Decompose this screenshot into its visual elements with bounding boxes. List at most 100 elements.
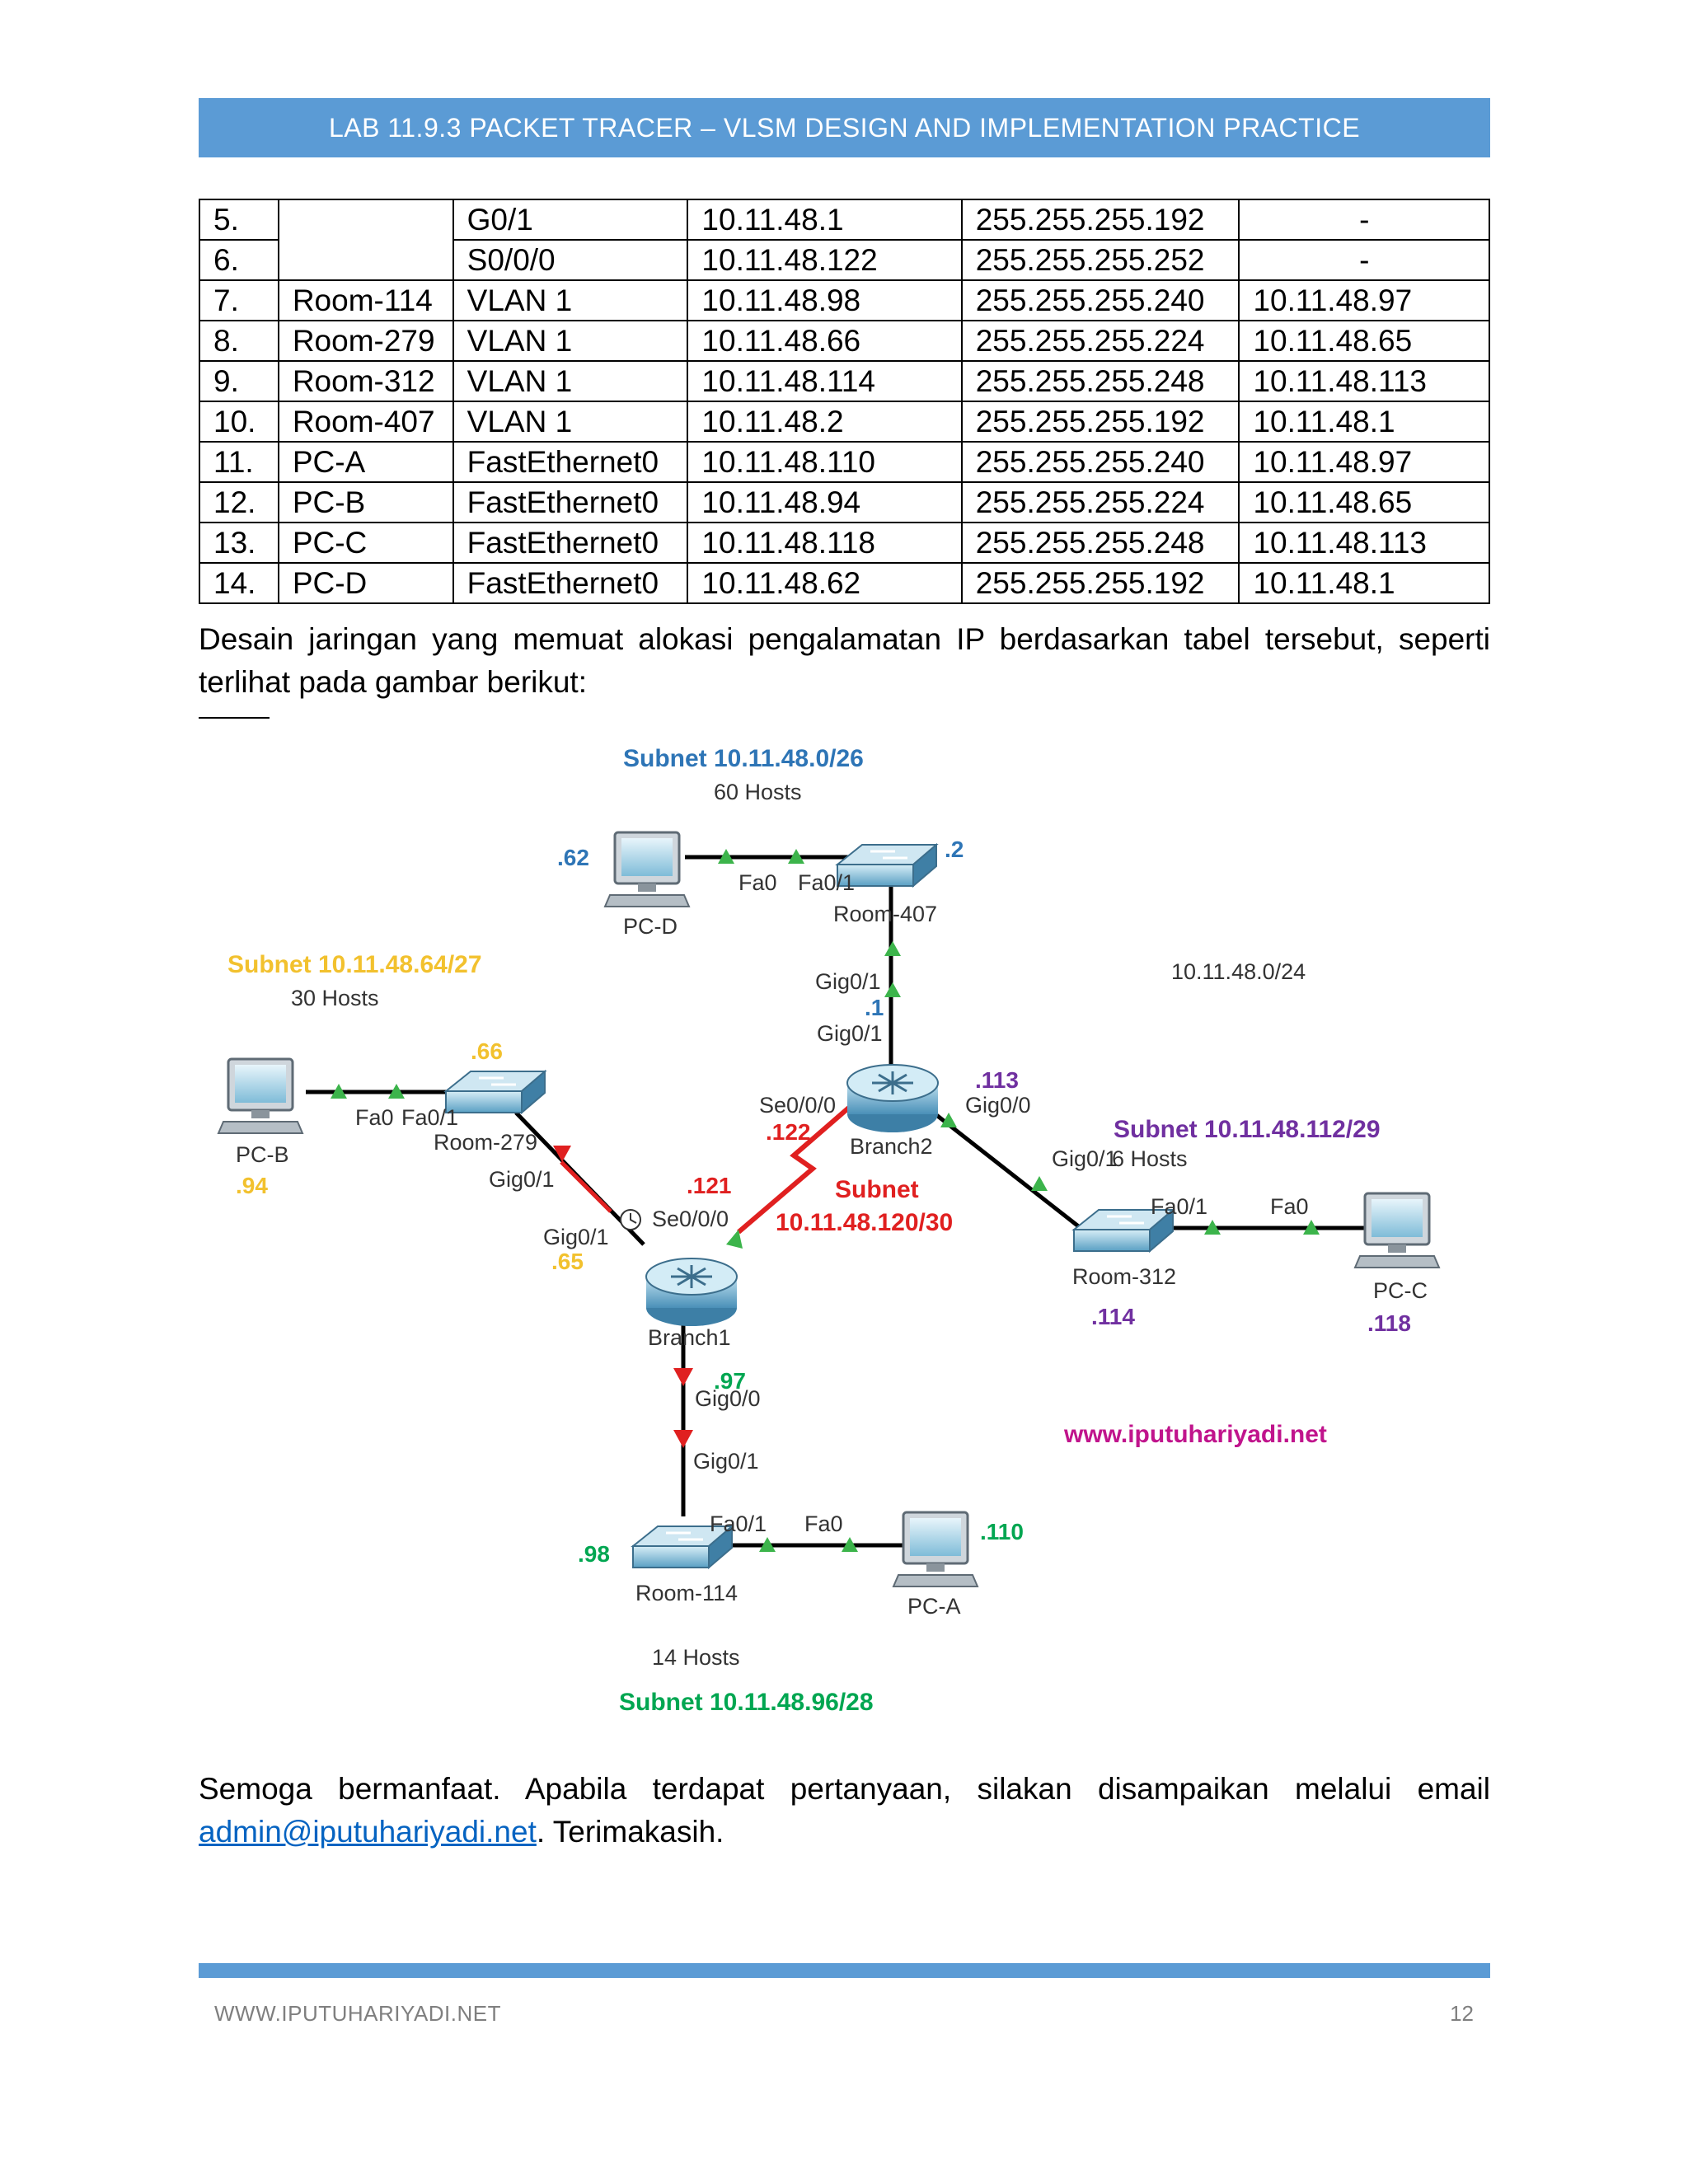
label-gig00-branch1: Gig0/0 — [695, 1386, 761, 1411]
page-header: LAB 11.9.3 PACKET TRACER – VLSM DESIGN A… — [199, 98, 1490, 157]
label-fa0-pcb: Fa0 — [355, 1105, 394, 1130]
ip-pc-c: .118 — [1367, 1310, 1411, 1336]
gateway-cell: 10.11.48.1 — [1238, 401, 1490, 443]
email-link[interactable]: admin@iputuhariyadi.net — [199, 1815, 537, 1849]
label-hosts-d: 60 Hosts — [714, 780, 802, 804]
mask-cell: 255.255.255.240 — [960, 441, 1240, 483]
clock-icon — [620, 1209, 641, 1230]
pc-b-icon — [217, 1057, 304, 1135]
label-room407: Room-407 — [833, 902, 937, 926]
interface-cell: VLAN 1 — [452, 279, 689, 321]
interface-cell: VLAN 1 — [452, 401, 689, 443]
label-se000-branch2: Se0/0/0 — [759, 1093, 836, 1118]
label-fa0-pcd: Fa0 — [738, 870, 777, 895]
interface-cell: FastEthernet0 — [452, 562, 689, 604]
label-gig01-114: Gig0/1 — [693, 1449, 759, 1474]
subnet-b-label: Subnet 10.11.48.64/27 — [227, 951, 482, 978]
label-fa01-279: Fa0/1 — [401, 1105, 458, 1130]
gateway-cell: 10.11.48.65 — [1238, 481, 1490, 523]
device-cell: PC-B — [277, 481, 454, 523]
device-cell: PC-D — [277, 562, 454, 604]
gateway-cell: 10.11.48.1 — [1238, 562, 1490, 604]
table-row: 5. G0/1 10.11.48.1 255.255.255.192 - — [199, 199, 1490, 281]
closing-paragraph: Semoga bermanfaat. Apabila terdapat pert… — [199, 1768, 1490, 1854]
closing-text-before: Semoga bermanfaat. Apabila terdapat pert… — [199, 1772, 1490, 1806]
row-number: 9. — [199, 360, 279, 402]
pc-d-icon — [603, 831, 691, 908]
label-pca: PC-A — [907, 1594, 961, 1619]
network-topology-diagram: Fa0 Fa0/1 Room-407 PC-D Gig0/1 Gig0/1 Fa… — [199, 717, 1441, 1716]
label-pcc: PC-C — [1373, 1278, 1428, 1303]
label-pcb: PC-B — [236, 1142, 289, 1167]
ip-room312: .114 — [1091, 1304, 1135, 1329]
table-row: 12. PC-B FastEthernet0 10.11.48.94 255.2… — [199, 481, 1490, 523]
device-cell: Room-407 — [277, 401, 454, 443]
ip-pc-b: .94 — [236, 1173, 268, 1198]
pc-c-icon — [1353, 1192, 1441, 1269]
mask-cell: 255.255.255.240 — [960, 279, 1240, 321]
label-branch2: Branch2 — [850, 1134, 933, 1159]
label-network: 10.11.48.0/24 — [1171, 959, 1306, 984]
label-pcd: PC-D — [623, 914, 678, 939]
link-serial-branch1-branch2 — [737, 1094, 864, 1235]
ip-branch1-g00: .97 — [714, 1368, 746, 1394]
footer-website: WWW.IPUTUHARIYADI.NET — [214, 2001, 502, 2026]
table-row: 11. PC-A FastEthernet0 10.11.48.110 255.… — [199, 441, 1490, 483]
label-gig01-312: Gig0/1 — [1052, 1146, 1118, 1171]
label-fa01-407: Fa0/1 — [798, 870, 855, 895]
label-hosts-c: 6 Hosts — [1112, 1146, 1188, 1171]
intro-text: Desain jaringan yang memuat alokasi peng… — [199, 622, 1490, 699]
subnet-d-label: Subnet 10.11.48.0/26 — [623, 745, 864, 772]
ip-cell: 10.11.48.118 — [687, 522, 963, 564]
interface-cell: VLAN 1 — [452, 360, 689, 402]
mask-cell: 255.255.255.192 — [960, 401, 1240, 443]
label-hosts-b: 30 Hosts — [291, 986, 379, 1010]
label-se000-branch1: Se0/0/0 — [652, 1207, 729, 1231]
mask-cell: 255.255.255.192 — [960, 562, 1240, 604]
row-number: 13. — [199, 522, 279, 564]
subnet-serial-label-2: 10.11.48.120/30 — [776, 1209, 953, 1236]
ip-cell: 10.11.48.110 — [687, 441, 963, 483]
ip-branch2-g01: .1 — [865, 995, 884, 1020]
gateway-cell: 10.11.48.97 — [1238, 279, 1490, 321]
label-fa01-312: Fa0/1 — [1151, 1194, 1207, 1219]
footer-divider — [199, 1963, 1490, 1978]
device-cell: Room-312 — [277, 360, 454, 402]
label-hosts-a: 14 Hosts — [652, 1645, 740, 1670]
label-room279: Room-279 — [434, 1130, 537, 1155]
ip-cell: 10.11.48.62 — [687, 562, 963, 604]
closing-text: Semoga bermanfaat. Apabila terdapat pert… — [199, 1768, 1490, 1854]
ip-room407: .2 — [945, 837, 964, 862]
ip-pc-a: .110 — [980, 1519, 1024, 1544]
ip-branch2-se: .122 — [766, 1119, 811, 1145]
down-markers — [553, 1146, 693, 1448]
ip-cell: 10.11.48.122 — [687, 239, 963, 281]
interface-cell: FastEthernet0 — [452, 441, 689, 483]
label-fa0-pcc: Fa0 — [1270, 1194, 1309, 1219]
ip-branch1-g01: .65 — [551, 1249, 584, 1274]
ip-cell: 10.11.48.98 — [687, 279, 963, 321]
row-number: 10. — [199, 401, 279, 443]
row-number: 11. — [199, 441, 279, 483]
intro-paragraph: Desain jaringan yang memuat alokasi peng… — [199, 618, 1490, 704]
table-row: 13. PC-C FastEthernet0 10.11.48.118 255.… — [199, 522, 1490, 564]
ip-cell: 10.11.48.1 — [687, 199, 963, 241]
label-gig01-a: Gig0/1 — [815, 969, 881, 994]
website-label: www.iputuhariyadi.net — [1063, 1421, 1327, 1448]
table-row: 10. Room-407 VLAN 1 10.11.48.2 255.255.2… — [199, 401, 1490, 443]
row-number: 8. — [199, 320, 279, 362]
ip-pc-d: .62 — [557, 845, 589, 870]
table-row: 7. Room-114 VLAN 1 10.11.48.98 255.255.2… — [199, 279, 1490, 321]
mask-cell: 255.255.255.224 — [960, 320, 1240, 362]
label-fa01-114: Fa0/1 — [710, 1511, 767, 1536]
label-fa0-pca: Fa0 — [804, 1511, 843, 1536]
ip-room114: .98 — [578, 1541, 610, 1567]
mask-cell: 255.255.255.224 — [960, 481, 1240, 523]
table-row: 8. Room-279 VLAN 1 10.11.48.66 255.255.2… — [199, 320, 1490, 362]
ip-cell: 10.11.48.2 — [687, 401, 963, 443]
label-gig00-branch2: Gig0/0 — [965, 1093, 1031, 1118]
row-number: 12. — [199, 481, 279, 523]
subnet-a-label: Subnet 10.11.48.96/28 — [619, 1689, 874, 1716]
row-number: 14. — [199, 562, 279, 604]
ip-cell: 10.11.48.114 — [687, 360, 963, 402]
